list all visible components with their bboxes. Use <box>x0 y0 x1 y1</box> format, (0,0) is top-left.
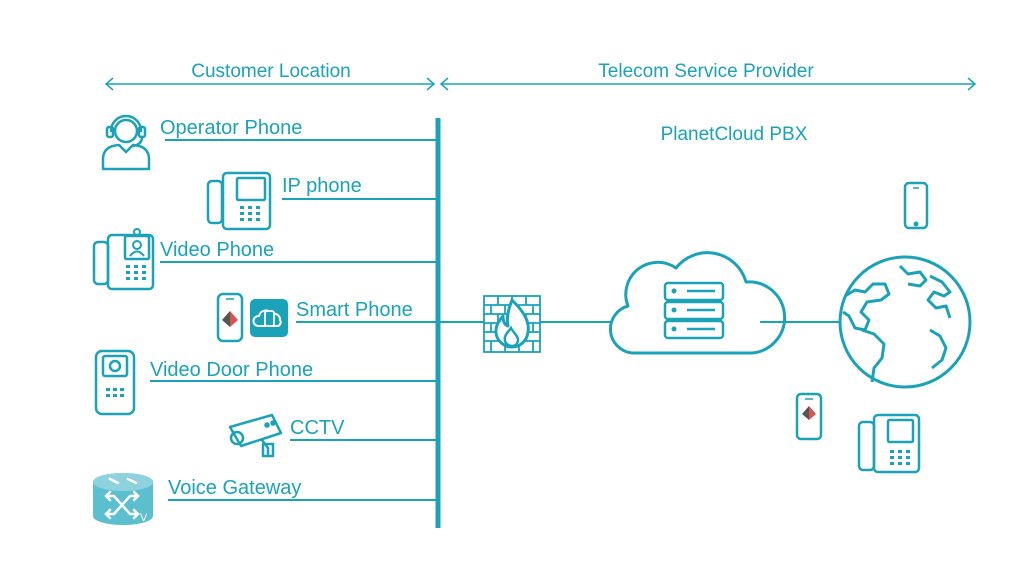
firewall-icon <box>483 295 541 353</box>
globe-icon <box>838 255 972 389</box>
device-label-video-phone: Video Phone <box>160 239 274 261</box>
voice-gateway-router-icon: V <box>93 473 153 525</box>
device-label-cctv: CCTV <box>290 417 345 439</box>
pbx-label: PlanetCloud PBX <box>661 124 808 145</box>
smartphone-app-icon <box>216 292 288 343</box>
video-door-phone-icon <box>94 349 136 416</box>
cctv-camera-icon <box>228 413 283 458</box>
smartphone-app-icon-2 <box>795 392 823 441</box>
customer-zone-label: Customer Location <box>191 61 350 82</box>
operator-headset-icon <box>101 114 151 171</box>
device-label-operator-phone: Operator Phone <box>160 117 302 139</box>
provider-zone-arrow <box>439 77 977 91</box>
svg-text:V: V <box>140 512 148 524</box>
device-label-smart-phone: Smart Phone <box>296 299 413 321</box>
device-label-video-door-phone: Video Door Phone <box>150 359 313 381</box>
device-label-voice-gateway: Voice Gateway <box>168 477 301 499</box>
ip-desk-phone-icon <box>206 171 272 231</box>
device-links <box>150 139 436 501</box>
desk-phone-icon <box>857 413 921 474</box>
device-label-ip-phone: IP phone <box>282 175 362 197</box>
provider-zone-label: Telecom Service Provider <box>598 61 814 82</box>
cloud-server-icon <box>608 251 787 355</box>
smartphone-icon <box>903 181 929 230</box>
video-desk-phone-icon <box>92 228 155 291</box>
customer-zone-arrow <box>104 77 436 91</box>
